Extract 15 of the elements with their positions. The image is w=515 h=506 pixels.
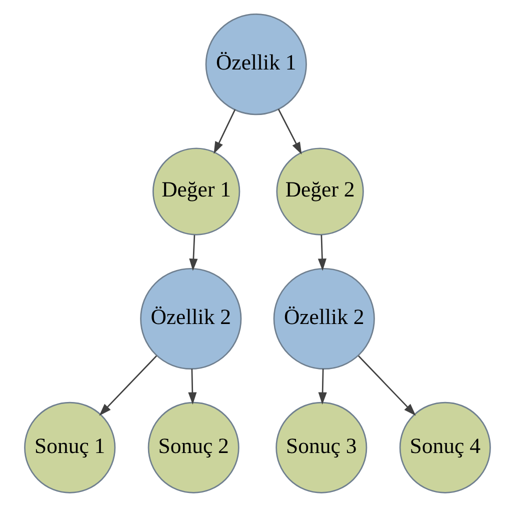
node-circle: Sonuç 3 [276,401,368,493]
node-circle: Özellik 2 [140,267,242,370]
arrow [214,108,236,154]
arrow [358,354,416,416]
arrow [318,368,327,404]
arrow [278,108,302,154]
node-circle: Özellik 1 [205,13,307,115]
arrow [99,354,157,416]
arrow [189,234,198,270]
node-circle: Özellik 2 [273,267,375,370]
node-circle: Değer 1 [152,147,240,235]
arrow [318,234,326,270]
node-circle: Sonuç 2 [148,401,240,493]
arrow [188,368,197,404]
node-circle: Değer 2 [276,147,364,235]
